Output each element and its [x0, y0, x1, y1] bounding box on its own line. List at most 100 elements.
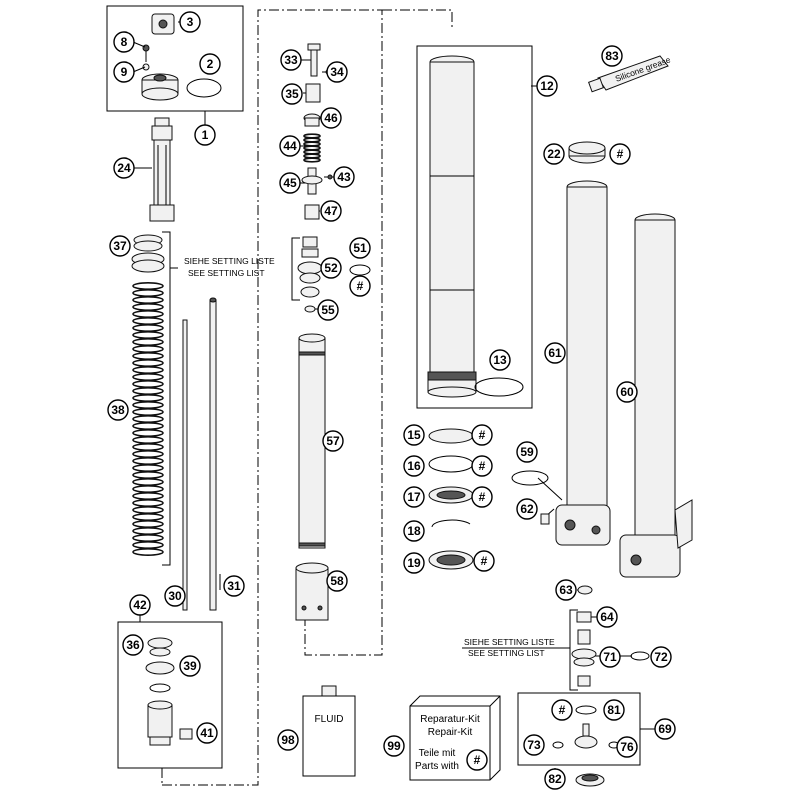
- callout-60: 60: [616, 381, 638, 403]
- callout-41: 41: [196, 722, 218, 744]
- callout-58: 58: [326, 570, 348, 592]
- fork-cap-part: [141, 73, 179, 101]
- svg-text:55: 55: [321, 303, 335, 317]
- repair-kit-line1: Reparatur-Kit: [420, 714, 480, 725]
- screw-part-62: [540, 513, 550, 525]
- callout-43: 43: [333, 166, 355, 188]
- setting-note-left-de: SIEHE SETTING LISTE: [184, 256, 275, 266]
- base-valve-box: [117, 621, 223, 769]
- svg-text:61: 61: [548, 346, 562, 360]
- svg-text:99: 99: [387, 739, 401, 753]
- callout-44: 44: [279, 135, 301, 157]
- svg-text:36: 36: [126, 638, 140, 652]
- svg-text:83: 83: [605, 49, 619, 63]
- dash-frame-middle: [382, 9, 453, 28]
- callout-1: 1: [194, 124, 216, 146]
- callout-71: 71: [599, 646, 621, 668]
- compression-adjuster-box: [517, 692, 641, 766]
- callout-62: 62: [516, 498, 538, 520]
- svg-text:#: #: [559, 703, 566, 717]
- hash-marker-69: #: [551, 699, 573, 721]
- hash-marker-99: #: [466, 749, 488, 771]
- svg-text:52: 52: [324, 261, 338, 275]
- callout-30: 30: [164, 585, 186, 607]
- svg-text:82: 82: [548, 772, 562, 786]
- small-cap-part: [151, 13, 175, 35]
- callout-81: 81: [603, 699, 625, 721]
- callout-45: 45: [279, 172, 301, 194]
- ring-part-59: [511, 470, 549, 486]
- svg-text:#: #: [479, 490, 486, 504]
- callout-38: 38: [107, 399, 129, 421]
- svg-text:15: 15: [407, 428, 421, 442]
- inner-tube-box: [416, 45, 533, 409]
- callout-16: 16: [403, 455, 425, 477]
- svg-text:1: 1: [202, 128, 209, 142]
- svg-text:34: 34: [330, 65, 344, 79]
- svg-text:44: 44: [283, 139, 297, 153]
- svg-text:45: 45: [283, 176, 297, 190]
- svg-text:18: 18: [407, 524, 421, 538]
- hash-marker-16: #: [471, 455, 493, 477]
- outer-tube-60-part: [619, 213, 693, 578]
- svg-text:#: #: [617, 147, 624, 161]
- callout-15: 15: [403, 424, 425, 446]
- svg-text:#: #: [474, 753, 481, 767]
- callout-22: 22: [543, 143, 565, 165]
- callout-17: 17: [403, 486, 425, 508]
- svg-text:17: 17: [407, 490, 421, 504]
- svg-text:43: 43: [337, 170, 351, 184]
- spring-seat-parts: [131, 234, 165, 273]
- valve-parts: [297, 167, 333, 313]
- callout-59: 59: [516, 441, 538, 463]
- callout-73: 73: [523, 734, 545, 756]
- svg-text:#: #: [481, 554, 488, 568]
- hash-marker-22: #: [609, 143, 631, 165]
- svg-text:19: 19: [407, 556, 421, 570]
- damper-cartridge-part: [149, 117, 175, 222]
- fork-spring-part: [132, 282, 164, 556]
- svg-text:35: 35: [285, 87, 299, 101]
- svg-text:9: 9: [121, 65, 128, 79]
- callout-98: 98: [277, 729, 299, 751]
- svg-text:63: 63: [559, 583, 573, 597]
- cap-assembly-box: [106, 5, 244, 112]
- compression-adjuster-parts: [552, 705, 620, 749]
- setting-bracket-left: [162, 231, 171, 566]
- o-ring-part: [186, 78, 222, 98]
- callout-42: 42: [129, 594, 151, 616]
- fluid-bottle: FLUID: [302, 685, 356, 777]
- callout-8: 8: [113, 31, 135, 53]
- callout-52: 52: [320, 257, 342, 279]
- svg-text:64: 64: [600, 610, 614, 624]
- callout-19: 19: [403, 552, 425, 574]
- hash-marker-51: #: [349, 275, 371, 297]
- callout-46: 46: [320, 107, 342, 129]
- callout-51: 51: [349, 237, 371, 259]
- svg-text:69: 69: [658, 722, 672, 736]
- push-rod-parts: [182, 297, 217, 611]
- svg-text:39: 39: [183, 659, 197, 673]
- svg-text:41: 41: [200, 726, 214, 740]
- svg-text:13: 13: [493, 353, 507, 367]
- callout-72: 72: [650, 646, 672, 668]
- callout-76: 76: [616, 736, 638, 758]
- callout-3: 3: [179, 11, 201, 33]
- callout-13: 13: [489, 349, 511, 371]
- repair-kit-line2: Repair-Kit: [428, 727, 473, 738]
- hash-marker-17: #: [471, 486, 493, 508]
- svg-text:2: 2: [207, 57, 214, 71]
- setting-note-left-en: SEE SETTING LIST: [188, 268, 265, 278]
- callout-63: 63: [555, 579, 577, 601]
- svg-text:73: 73: [527, 738, 541, 752]
- svg-text:59: 59: [520, 445, 534, 459]
- callout-36: 36: [122, 634, 144, 656]
- callout-18: 18: [403, 520, 425, 542]
- svg-text:47: 47: [324, 204, 338, 218]
- svg-text:22: 22: [547, 147, 561, 161]
- svg-text:62: 62: [520, 502, 534, 516]
- svg-text:81: 81: [607, 703, 621, 717]
- svg-text:37: 37: [113, 239, 127, 253]
- svg-text:58: 58: [330, 574, 344, 588]
